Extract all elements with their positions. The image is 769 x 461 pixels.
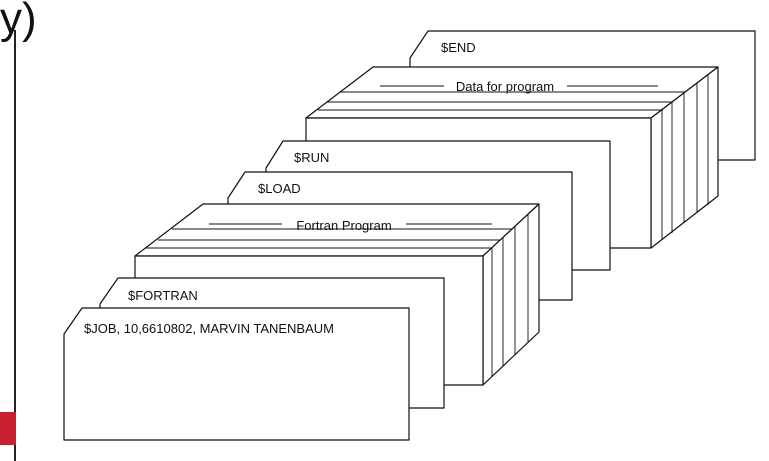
program-block-label: Fortran Program bbox=[296, 218, 391, 233]
data-block-label: Data for program bbox=[456, 79, 554, 94]
slide-left-rule bbox=[14, 30, 16, 461]
load-card-label: $LOAD bbox=[258, 181, 301, 196]
end-card-label: $END bbox=[441, 40, 476, 55]
slide-accent-bar bbox=[0, 412, 16, 445]
run-card-label: $RUN bbox=[294, 150, 329, 165]
job-card-label: $JOB, 10,6610802, MARVIN TANENBAUM bbox=[84, 321, 334, 336]
slide-title-fragment: y) bbox=[0, 0, 37, 43]
fortran-card-label: $FORTRAN bbox=[128, 288, 198, 303]
job-card: $JOB, 10,6610802, MARVIN TANENBAUM bbox=[63, 307, 410, 441]
